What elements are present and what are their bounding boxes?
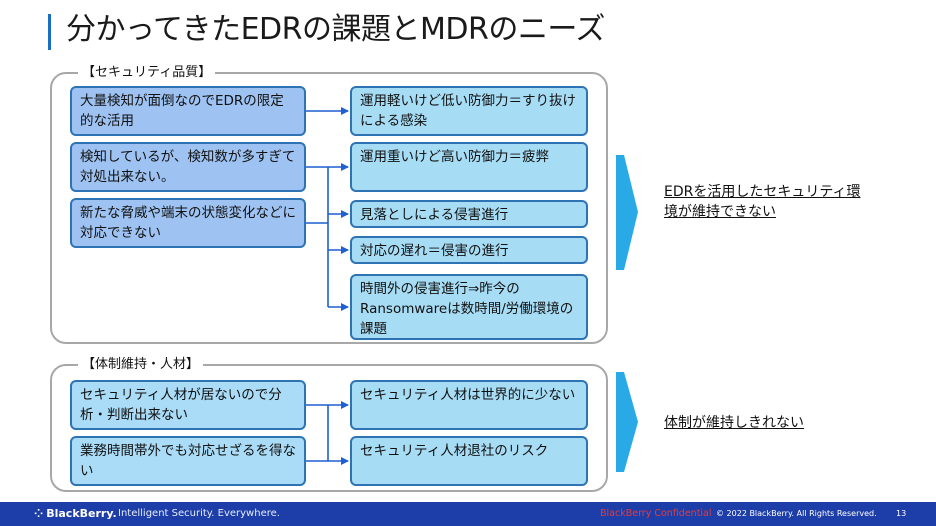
title-accent-bar xyxy=(48,14,51,50)
staffing-outcome: 体制が維持しきれない xyxy=(664,415,804,431)
cause-box-after-hours-work: 業務時間帯外でも対応せざるを得ない xyxy=(70,436,306,486)
blackberry-logo: ⁘BlackBerry. xyxy=(34,507,117,520)
effect-box-staff-attrition: セキュリティ人材退社のリスク xyxy=(350,436,588,486)
cause-box-no-security-staff: セキュリティ人材が居ないので分析・判断出来ない xyxy=(70,380,306,430)
chevron-arrow-icon xyxy=(616,155,638,270)
staffing-label: 【体制維持・人材】 xyxy=(78,356,204,374)
footer-tagline: Intelligent Security. Everywhere. xyxy=(118,508,280,519)
security-outcome-line1: EDRを活用したセキュリティ環 xyxy=(664,184,861,200)
effect-box-delayed-response: 対応の遅れ＝侵害の進行 xyxy=(350,236,588,264)
cause-box-limited-edr-use: 大量検知が面倒なのでEDRの限定的な活用 xyxy=(70,86,306,136)
slide-title: 分かってきたEDRの課題とMDRのニーズ xyxy=(66,12,605,47)
cause-box-new-threats: 新たな脅威や端末の状態変化などに対応できない xyxy=(70,198,306,248)
footer-page-number: 13 xyxy=(896,509,907,518)
security-quality-label: 【セキュリティ品質】 xyxy=(78,64,216,82)
effect-box-staff-scarce: セキュリティ人材は世界的に少ない xyxy=(350,380,588,430)
footer-copyright: © 2022 BlackBerry. All Rights Reserved. xyxy=(716,509,877,518)
effect-box-light-low-defense: 運用軽いけど低い防御力＝すり抜けによる感染 xyxy=(350,86,588,136)
footer-bar: ⁘BlackBerry. Intelligent Security. Every… xyxy=(0,502,936,526)
chevron-arrow-icon xyxy=(616,372,638,472)
footer-confidential: BlackBerry Confidential xyxy=(600,508,712,519)
security-outcome-line2: 境が維持できない xyxy=(664,204,776,220)
effect-box-heavy-high-defense: 運用重いけど高い防御力＝疲弊 xyxy=(350,142,588,192)
effect-box-oversight: 見落としによる侵害進行 xyxy=(350,200,588,228)
effect-box-after-hours: 時間外の侵害進行⇒昨今のRansomwareは数時間/労働環境の課題 xyxy=(350,274,588,340)
blackberry-logo-icon: ⁘ xyxy=(34,507,43,520)
cause-box-too-many-detections: 検知しているが、検知数が多すぎて対処出来ない。 xyxy=(70,142,306,192)
